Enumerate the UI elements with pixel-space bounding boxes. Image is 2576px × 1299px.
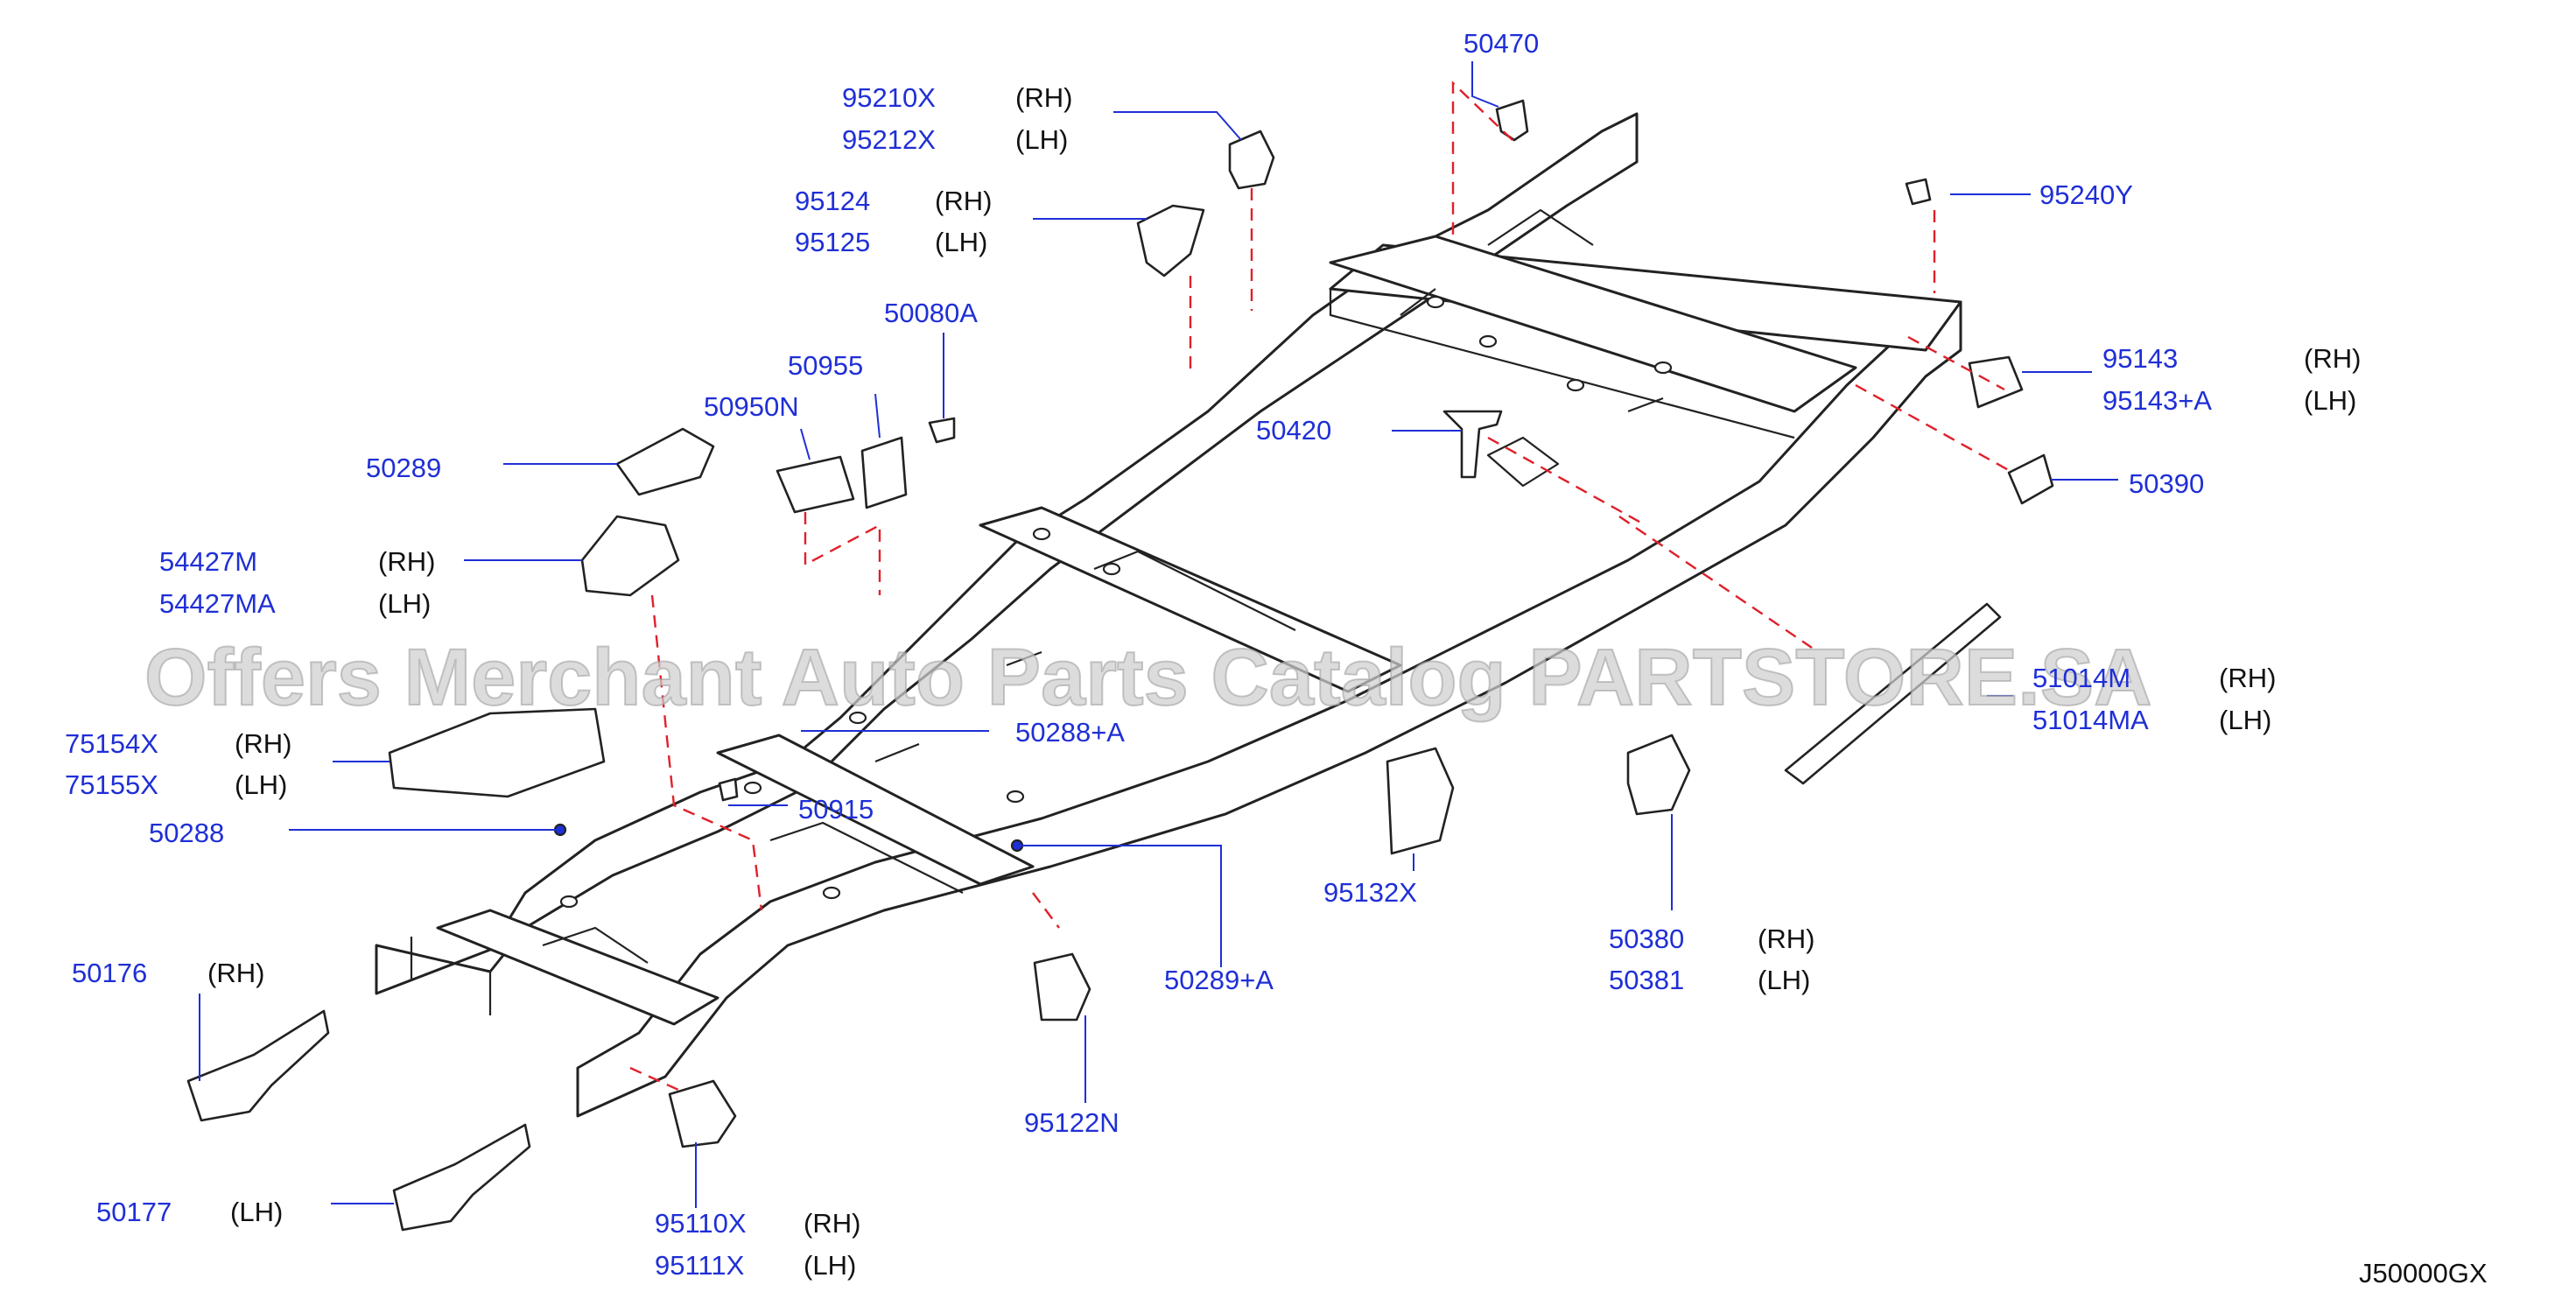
label-95143a[interactable]: 95143+A xyxy=(2102,385,2212,416)
cover-75154x xyxy=(388,707,606,798)
frame-hole xyxy=(559,895,579,909)
leader-lines xyxy=(199,61,2118,1208)
clip-95240y xyxy=(1905,178,1932,206)
label-51014ma[interactable]: 51014MA xyxy=(2032,705,2149,735)
side-95143: (RH) xyxy=(2304,343,2361,374)
bracket-50289 xyxy=(615,427,715,496)
mount-50390 xyxy=(2007,453,2054,505)
label-75154x[interactable]: 75154X xyxy=(65,728,158,759)
label-51014m[interactable]: 51014M xyxy=(2032,663,2130,693)
part-labels: 50470 95210X (RH) 95212X (LH) 95240Y 951… xyxy=(65,28,2361,1281)
crossmember-3 xyxy=(716,734,1035,886)
mount-50380 xyxy=(1626,734,1691,816)
label-95110x[interactable]: 95110X xyxy=(655,1208,747,1239)
side-95125: (LH) xyxy=(935,227,987,257)
side-95210x: (RH) xyxy=(1015,82,1072,113)
component-parts xyxy=(186,99,2054,1232)
label-95124[interactable]: 95124 xyxy=(795,186,870,216)
diagram-code: J50000GX xyxy=(2359,1258,2488,1288)
side-95124: (RH) xyxy=(935,186,992,216)
stud-50420 xyxy=(1442,410,1503,479)
label-95210x[interactable]: 95210X xyxy=(842,82,936,113)
label-50080a[interactable]: 50080A xyxy=(884,298,978,328)
bracket-54427m xyxy=(580,515,680,597)
frame-hole xyxy=(743,781,762,795)
side-50380: (RH) xyxy=(1758,923,1814,954)
label-50390[interactable]: 50390 xyxy=(2129,468,2204,499)
frame-hole xyxy=(822,886,841,900)
mount-95210x xyxy=(1228,130,1275,190)
frame-hole xyxy=(1478,334,1498,348)
dashed-callouts xyxy=(629,81,2014,1092)
label-50381[interactable]: 50381 xyxy=(1609,965,1684,995)
label-95122n[interactable]: 95122N xyxy=(1024,1107,1120,1138)
frame-hole xyxy=(1426,295,1445,309)
side-75155x: (LH) xyxy=(235,769,287,800)
label-75155x[interactable]: 75155X xyxy=(65,769,158,800)
front-crossmember xyxy=(1329,235,1857,413)
label-54427ma[interactable]: 54427MA xyxy=(159,588,276,619)
chassis-frame xyxy=(375,112,1962,1118)
bracket-95110x xyxy=(668,1079,737,1148)
label-95125[interactable]: 95125 xyxy=(795,227,870,257)
bracket-95143 xyxy=(1968,355,2024,409)
label-50177[interactable]: 50177 xyxy=(96,1197,172,1227)
side-51014m: (RH) xyxy=(2219,663,2276,693)
watermark-text: Offers Merchant Auto Parts Catalog PARTS… xyxy=(144,633,2152,722)
label-95132x[interactable]: 95132X xyxy=(1323,877,1417,908)
label-50289a[interactable]: 50289+A xyxy=(1164,965,1274,995)
frame-hole xyxy=(1006,790,1025,804)
side-50176: (RH) xyxy=(207,958,264,988)
frame-hole xyxy=(848,711,867,725)
side-95111x: (LH) xyxy=(804,1250,856,1281)
label-50288a[interactable]: 50288+A xyxy=(1015,717,1125,748)
bracket-50470 xyxy=(1495,99,1529,142)
bracket-95132x xyxy=(1386,747,1455,855)
frame-hole xyxy=(1653,361,1673,375)
label-95240y[interactable]: 95240Y xyxy=(2039,179,2133,210)
bracket-95122n xyxy=(1033,952,1091,1022)
mount-50176 xyxy=(186,1009,330,1122)
label-50915[interactable]: 50915 xyxy=(798,794,874,825)
label-50288[interactable]: 50288 xyxy=(149,818,224,848)
label-50380[interactable]: 50380 xyxy=(1609,923,1684,954)
side-51014ma: (LH) xyxy=(2219,705,2271,735)
label-50955[interactable]: 50955 xyxy=(788,350,863,381)
mount-50177 xyxy=(392,1123,531,1232)
side-50177: (LH) xyxy=(230,1197,283,1227)
label-50470[interactable]: 50470 xyxy=(1463,28,1539,59)
clip-50915 xyxy=(718,777,739,802)
label-50176[interactable]: 50176 xyxy=(72,958,147,988)
label-50950n[interactable]: 50950N xyxy=(704,391,799,422)
label-95111x[interactable]: 95111X xyxy=(655,1250,745,1281)
side-95143a: (LH) xyxy=(2304,385,2356,416)
plate-50955 xyxy=(860,436,908,509)
frame-details xyxy=(376,208,1795,1015)
right-side-rail xyxy=(576,300,1962,1118)
frame-hole xyxy=(1566,378,1585,392)
side-54427ma: (LH) xyxy=(378,588,431,619)
rail-51014m xyxy=(1784,602,2002,785)
frame-hole xyxy=(1032,527,1051,541)
label-95143[interactable]: 95143 xyxy=(2102,343,2178,374)
rear-crossmember xyxy=(436,909,719,1026)
bracket-95124 xyxy=(1136,204,1205,277)
crossmember-2 xyxy=(979,506,1402,693)
frame-hole xyxy=(1102,562,1121,576)
plate-50950n xyxy=(776,455,855,514)
bolt-50080a xyxy=(928,417,956,444)
side-75154x: (RH) xyxy=(235,728,291,759)
label-95212x[interactable]: 95212X xyxy=(842,124,936,155)
side-95110x: (RH) xyxy=(804,1208,860,1239)
label-50289[interactable]: 50289 xyxy=(366,453,441,483)
side-95212x: (LH) xyxy=(1015,124,1068,155)
label-50420[interactable]: 50420 xyxy=(1256,415,1331,446)
side-54427m: (RH) xyxy=(378,546,435,577)
label-54427m[interactable]: 54427M xyxy=(159,546,257,577)
side-50381: (LH) xyxy=(1758,965,1810,995)
